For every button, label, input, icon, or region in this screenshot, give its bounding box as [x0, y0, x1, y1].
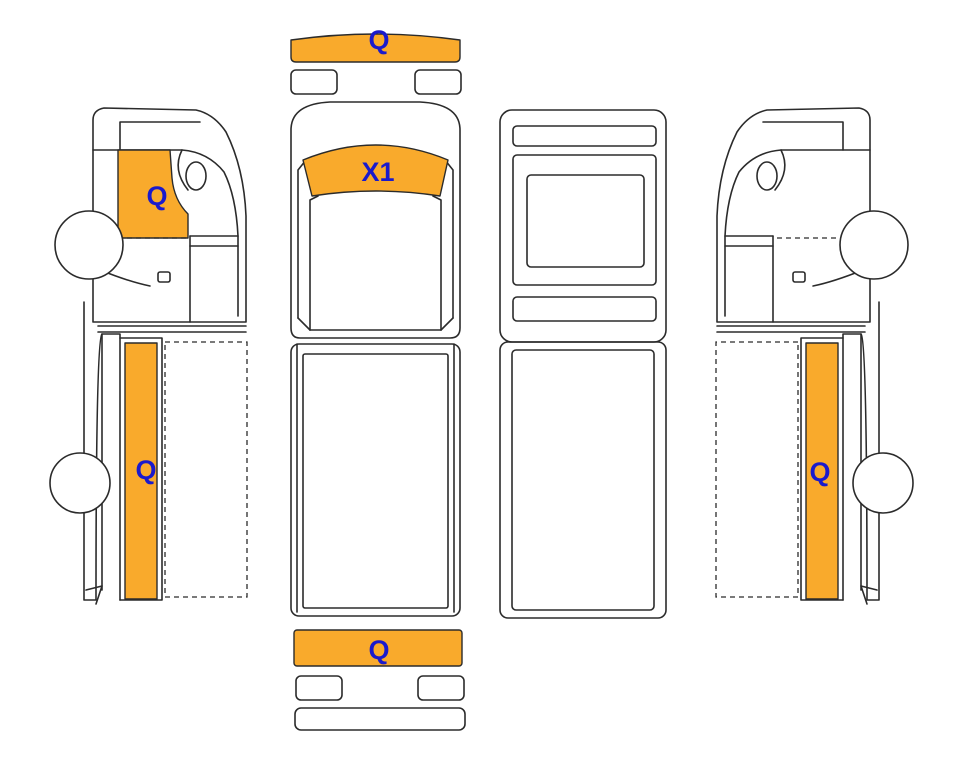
rear-bumper-zone[interactable]	[293, 629, 463, 667]
left-side-view	[49, 107, 248, 605]
front-left-light	[290, 69, 338, 95]
front-right-light	[414, 69, 462, 95]
zone-labels: Q X1 Q Q Q Q	[135, 25, 830, 665]
left-door-window-zone[interactable]	[117, 149, 189, 239]
left-cab-outline	[92, 107, 247, 323]
right-side-body-zone[interactable]	[805, 342, 839, 600]
right-cab-outline	[716, 107, 871, 323]
rear-right-light	[417, 675, 465, 701]
cargo-box-top	[290, 343, 461, 617]
top-view	[290, 101, 461, 617]
right-side-view	[715, 107, 914, 605]
front-bumper-zone[interactable]	[290, 33, 461, 63]
front-bumper-label: Q	[368, 25, 389, 55]
right-side-body-label: Q	[809, 457, 830, 487]
left-front-wheel	[54, 210, 124, 280]
front-end-view	[290, 33, 462, 95]
left-door-window-label: Q	[146, 181, 167, 211]
rear-left-light	[295, 675, 343, 701]
right-front-wheel	[839, 210, 909, 280]
rear-end-view	[293, 629, 466, 731]
windshield-zone[interactable]	[302, 144, 449, 197]
left-side-body-label: Q	[135, 455, 156, 485]
rear-step	[294, 707, 466, 731]
right-rear-wheel	[852, 452, 914, 514]
left-side-body-zone[interactable]	[124, 342, 158, 600]
left-rear-wheel	[49, 452, 111, 514]
cab-top-outline	[290, 101, 461, 339]
rear-bumper-label: Q	[368, 635, 389, 665]
underside-view	[499, 109, 667, 619]
windshield-label: X1	[361, 157, 394, 187]
